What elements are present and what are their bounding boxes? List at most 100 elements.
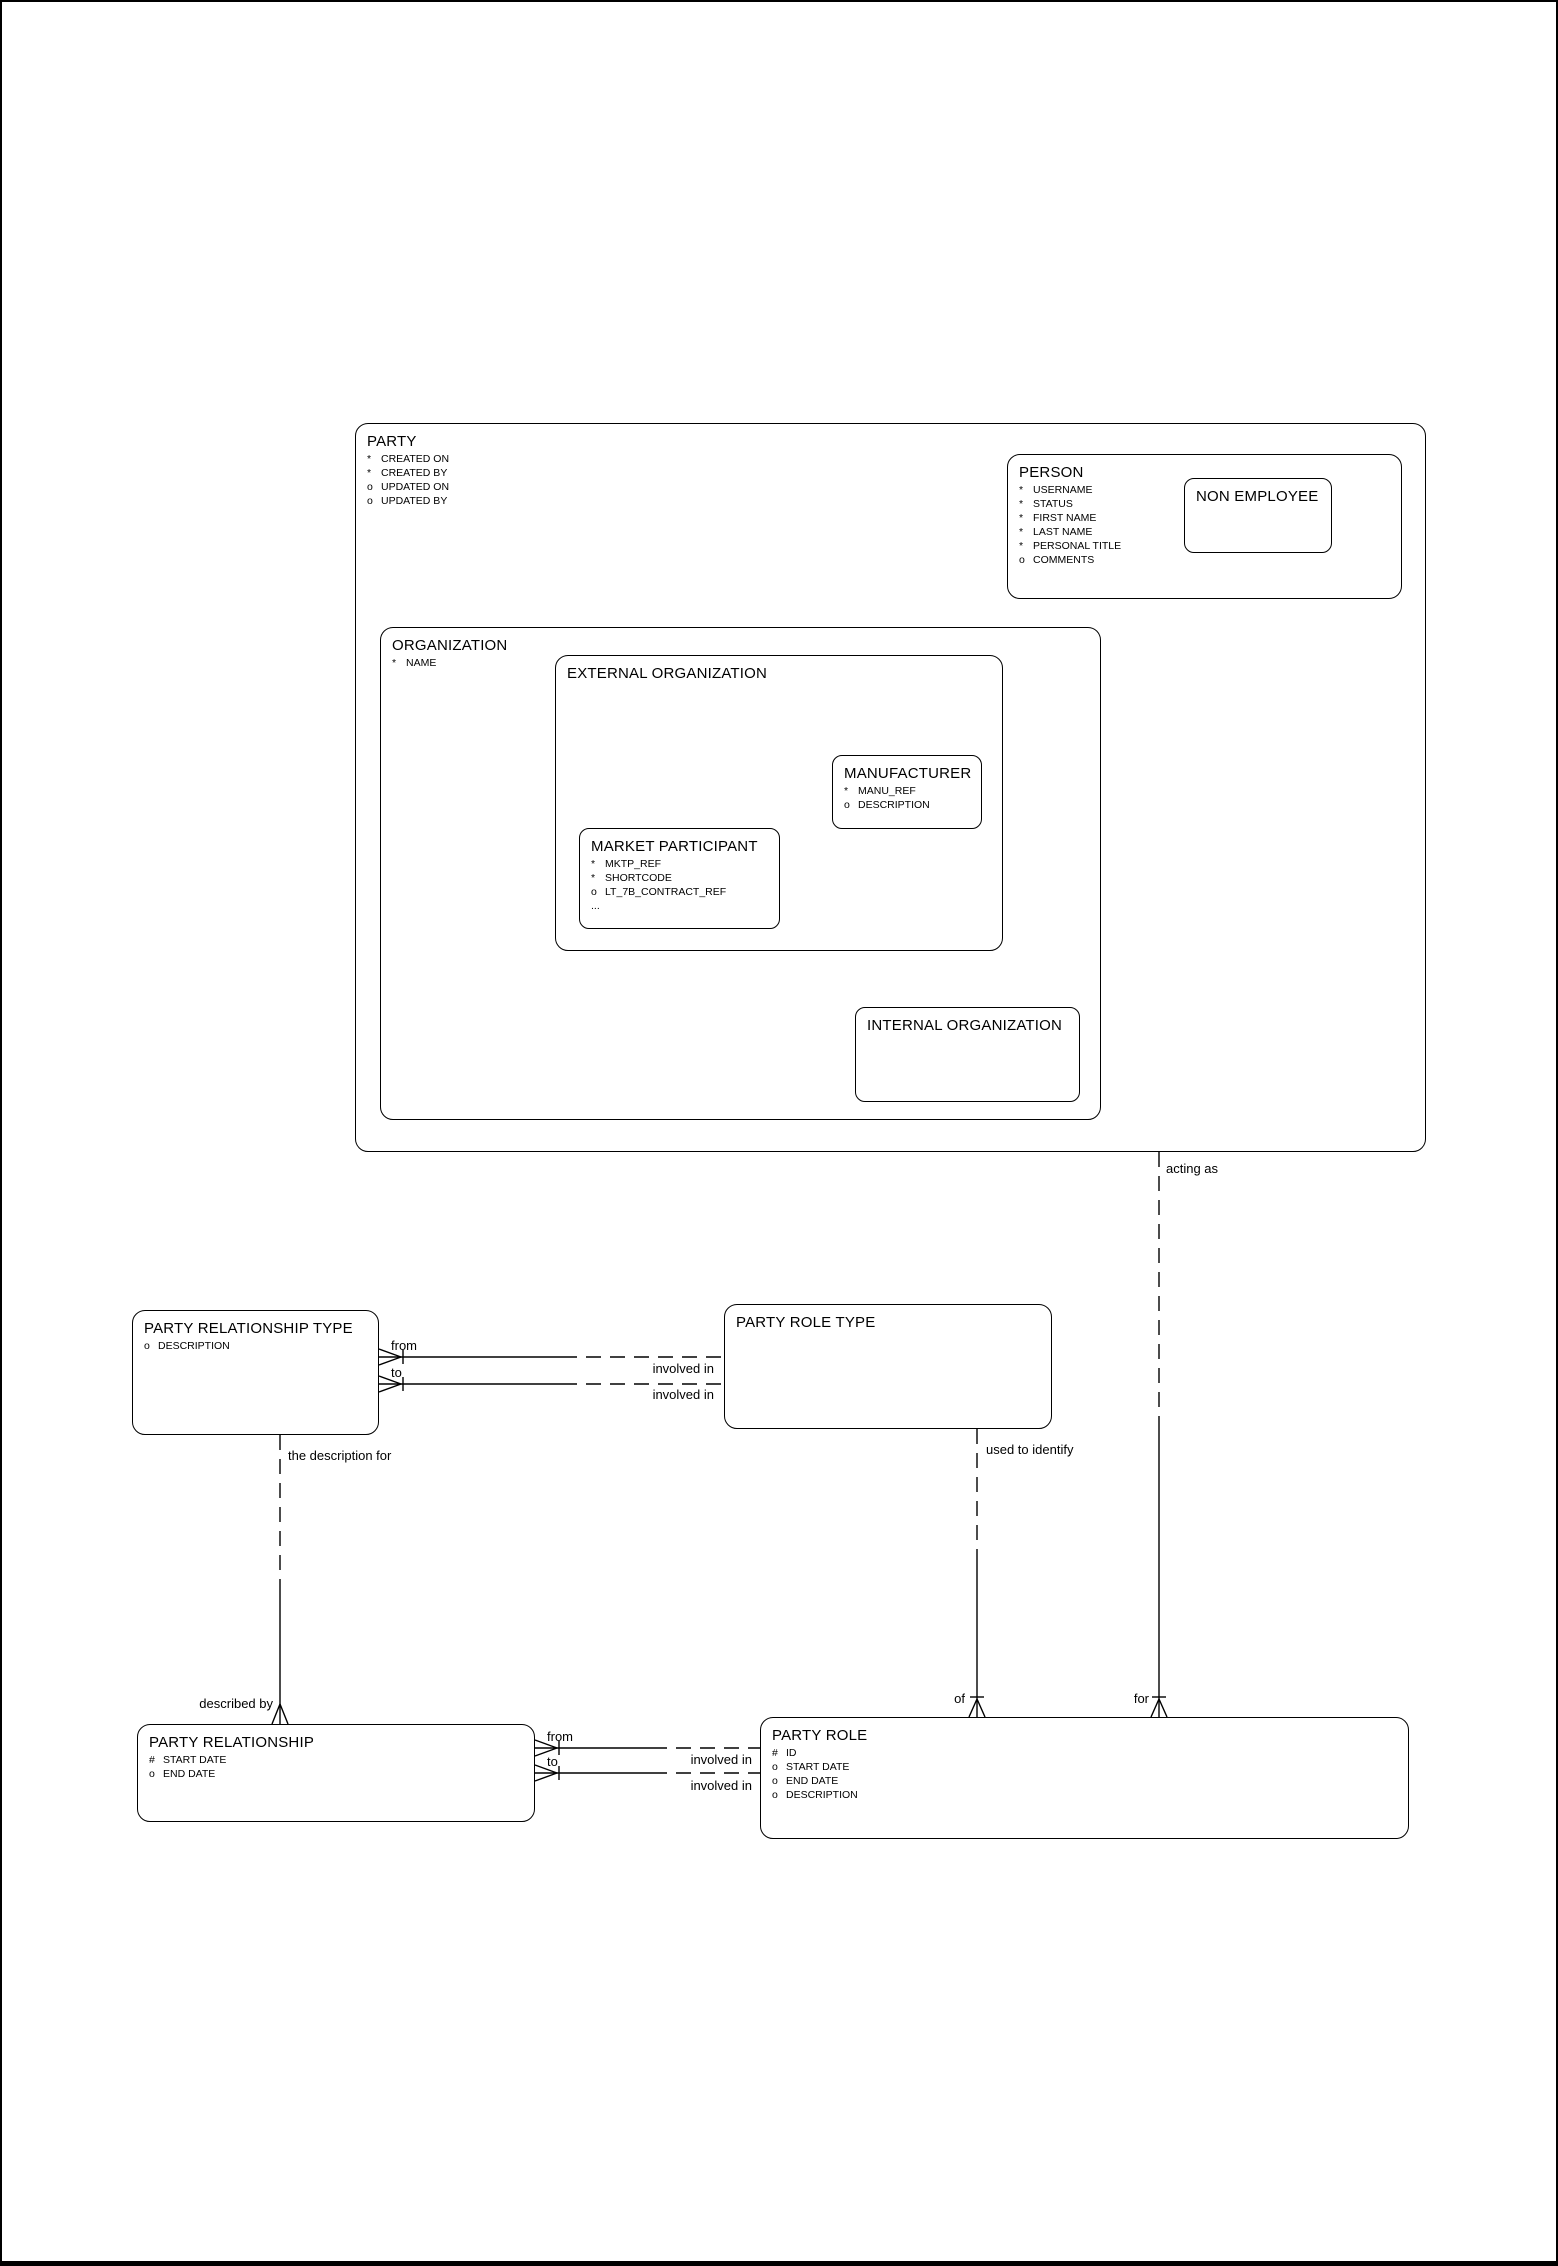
crows-foot-icon (271, 1703, 289, 1725)
attribute-row: * USERNAME (1019, 483, 1395, 497)
entity-non-employee[interactable]: NON EMPLOYEE (1184, 478, 1332, 553)
attribute-name: NAME (406, 657, 437, 669)
attribute-row: * FIRST NAME (1019, 511, 1395, 525)
attribute-name: DESCRIPTION (158, 1340, 230, 1352)
entity-title: ORGANIZATION (392, 637, 508, 654)
attribute-row: # ID (772, 1746, 1402, 1760)
attribute-marker: * (844, 785, 849, 797)
attribute-name: DESCRIPTION (858, 799, 930, 811)
attribute-name: START DATE (163, 1754, 227, 1766)
attribute-marker: * (392, 657, 397, 669)
entity-party-role-type[interactable]: PARTY ROLE TYPE (724, 1304, 1052, 1429)
attribute-marker: * (591, 872, 596, 884)
attribute-row: o DESCRIPTION (144, 1339, 372, 1353)
relationship-label-to: to (391, 1365, 402, 1380)
crows-foot-icon (1150, 1698, 1168, 1718)
attribute-row: * CREATED ON (367, 452, 1419, 466)
attribute-marker: o (772, 1761, 778, 1773)
entity-title: EXTERNAL ORGANIZATION (567, 665, 768, 682)
attribute-marker: o (591, 886, 597, 898)
relationship-label-of: of (954, 1691, 965, 1706)
relationship-label-involved-in: involved in (690, 1752, 752, 1767)
attribute-marker: * (1019, 484, 1024, 496)
crows-foot-icon (968, 1698, 986, 1718)
relationship-label-from: from (547, 1729, 573, 1744)
attribute-row: o UPDATED ON (367, 480, 1419, 494)
attribute-marker: * (1019, 512, 1024, 524)
relationship-label-for: for (1133, 1691, 1149, 1706)
attribute-marker: o (367, 495, 373, 507)
attribute-row: * MKTP_REF (591, 857, 773, 871)
attribute-name: MANU_REF (858, 785, 916, 797)
attribute-row: * PERSONAL TITLE (1019, 539, 1395, 553)
relationship-line-role-type-identifies-role (968, 1429, 986, 1718)
attribute-marker: * (367, 453, 372, 465)
relationship-label-the-description-for: the description for (288, 1448, 392, 1463)
attribute-name: LAST NAME (1033, 526, 1093, 538)
attribute-row: * SHORTCODE (591, 871, 773, 885)
attribute-row: * CREATED BY (367, 466, 1419, 480)
attribute-name: COMMENTS (1033, 554, 1095, 566)
attribute-row: o UPDATED BY (367, 494, 1419, 508)
attribute-marker: # (772, 1747, 778, 1759)
attribute-name: END DATE (786, 1775, 839, 1787)
relationship-label-described-by: described by (199, 1696, 273, 1711)
relationship-label-involved-in: involved in (652, 1361, 714, 1376)
attribute-name: CREATED ON (381, 453, 450, 465)
attribute-marker: * (367, 467, 372, 479)
attribute-name: DESCRIPTION (786, 1789, 858, 1801)
attribute-row: # START DATE (149, 1753, 528, 1767)
entity-title: INTERNAL ORGANIZATION (867, 1017, 1063, 1034)
attribute-name: END DATE (163, 1768, 216, 1780)
relationship-label-used-to-identify: used to identify (986, 1442, 1074, 1457)
entity-title: PARTY RELATIONSHIP (149, 1734, 315, 1751)
attribute-row: * STATUS (1019, 497, 1395, 511)
entity-title: PARTY (367, 433, 417, 450)
entity-title: NON EMPLOYEE (1196, 488, 1319, 505)
attribute-marker: o (367, 481, 373, 493)
entity-title: PARTY ROLE (772, 1727, 868, 1744)
attribute-marker: ... (591, 900, 600, 912)
attribute-marker: * (591, 858, 596, 870)
attribute-row: * MANU_REF (844, 784, 975, 798)
attribute-marker: * (1019, 498, 1024, 510)
attribute-marker: o (149, 1768, 155, 1780)
attribute-marker: * (1019, 540, 1024, 552)
attribute-name: CREATED BY (381, 467, 448, 479)
attribute-row: ... (591, 899, 773, 913)
relationship-line-party-acting-as-role (1150, 1152, 1168, 1718)
relationship-label-involved-in: involved in (690, 1778, 752, 1793)
relationship-line-rel-type-describes-relationship (271, 1435, 289, 1725)
attribute-name: SHORTCODE (605, 872, 672, 884)
attribute-row: * LAST NAME (1019, 525, 1395, 539)
attribute-name: STATUS (1033, 498, 1073, 510)
attribute-name: ID (786, 1747, 797, 1759)
relationship-label-acting-as: acting as (1166, 1161, 1219, 1176)
attribute-row: o END DATE (772, 1774, 1402, 1788)
entity-market-participant[interactable]: MARKET PARTICIPANT *MKTP_REF *SHORTCODE … (579, 828, 780, 929)
attribute-row: o END DATE (149, 1767, 528, 1781)
attribute-name: PERSONAL TITLE (1033, 540, 1122, 552)
attribute-row: o COMMENTS (1019, 553, 1395, 567)
attribute-marker: o (144, 1340, 150, 1352)
attribute-name: MKTP_REF (605, 858, 662, 870)
attribute-marker: # (149, 1754, 155, 1766)
entity-party-relationship[interactable]: PARTY RELATIONSHIP # START DATE o END DATE (137, 1724, 535, 1822)
attribute-name: UPDATED BY (381, 495, 448, 507)
entity-internal-organization[interactable]: INTERNAL ORGANIZATION (855, 1007, 1080, 1102)
relationship-label-to: to (547, 1754, 558, 1769)
attribute-name: UPDATED ON (381, 481, 450, 493)
attribute-name: USERNAME (1033, 484, 1093, 496)
attribute-marker: o (772, 1775, 778, 1787)
attribute-marker: * (1019, 526, 1024, 538)
attribute-marker: o (1019, 554, 1025, 566)
entity-title: PARTY ROLE TYPE (736, 1314, 876, 1331)
attribute-name: FIRST NAME (1033, 512, 1097, 524)
